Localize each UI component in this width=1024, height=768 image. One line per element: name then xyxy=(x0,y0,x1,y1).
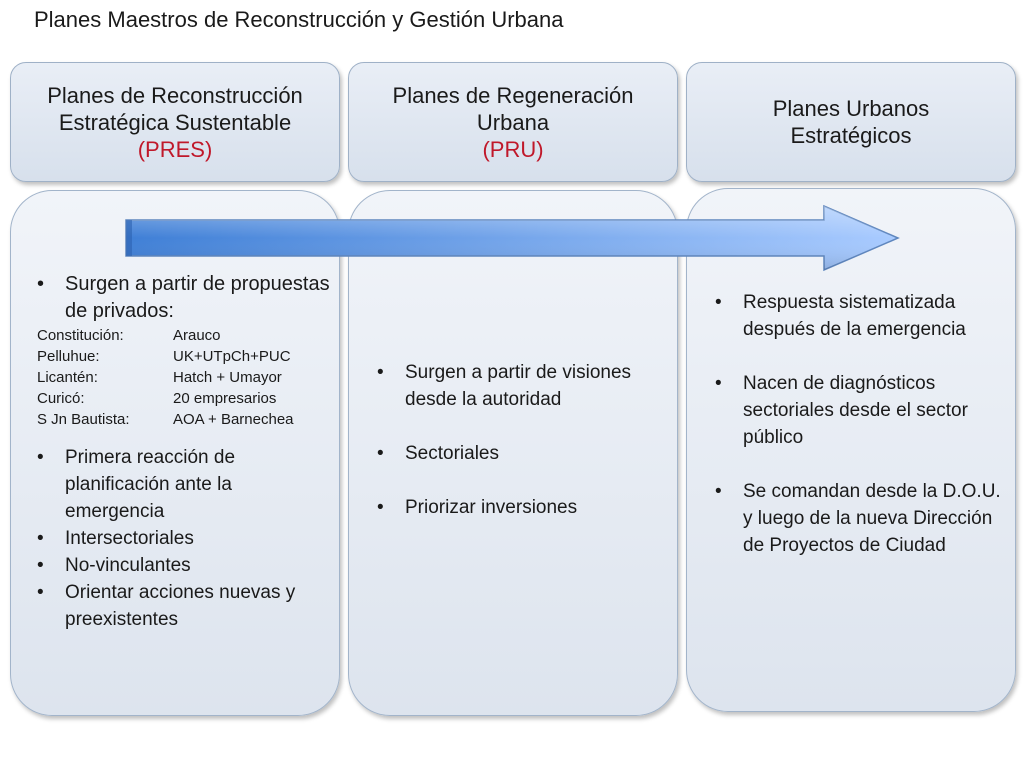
header-acronym: (PRES) xyxy=(137,136,213,162)
pres-content: Surgen a partir de propuestas de privado… xyxy=(31,271,331,633)
case-row: Constitución: Arauco xyxy=(37,325,331,346)
list-item: Respuesta sistematizada después de la em… xyxy=(709,289,1005,343)
case-who: UK+UTpCh+PUC xyxy=(173,348,291,365)
list-item: Orientar acciones nuevas y preexistentes xyxy=(31,579,331,633)
case-place: Curicó: xyxy=(37,390,85,407)
header-box-pres: Planes de Reconstrucción Estratégica Sus… xyxy=(10,62,340,182)
case-who: Hatch + Umayor xyxy=(173,369,282,386)
header-line1: Planes de Regeneración xyxy=(392,82,634,108)
header-line2: Estratégicos xyxy=(790,123,912,148)
case-place: Pelluhue: xyxy=(37,348,100,365)
header-line2: Estratégica Sustentable xyxy=(58,109,292,135)
list-item: Primera reacción de planificación ante l… xyxy=(31,444,331,525)
list-item: Nacen de diagnósticos sectoriales desde … xyxy=(709,370,1005,451)
header-acronym: (PRU) xyxy=(482,136,544,162)
header-box-pru: Planes de Regeneración Urbana (PRU) xyxy=(348,62,678,182)
content-box-strategic: Respuesta sistematizada después de la em… xyxy=(686,188,1016,712)
header-box-strategic: Planes Urbanos Estratégicos xyxy=(686,62,1016,182)
list-item: Sectoriales xyxy=(371,440,661,467)
list-item: Intersectoriales xyxy=(31,525,331,552)
case-who: 20 empresarios xyxy=(173,390,277,407)
case-row: Pelluhue: UK+UTpCh+PUC xyxy=(37,346,331,367)
content-box-pres: Surgen a partir de propuestas de privado… xyxy=(10,190,340,716)
list-item: Priorizar inversiones xyxy=(371,494,661,521)
case-who: AOA + Barnechea xyxy=(173,411,294,428)
page-title: Planes Maestros de Reconstrucción y Gest… xyxy=(34,7,564,32)
header-line1: Planes Urbanos xyxy=(772,96,930,121)
case-place: S Jn Bautista: xyxy=(37,411,130,428)
progression-arrow xyxy=(125,204,900,272)
list-item: No-vinculantes xyxy=(31,552,331,579)
list-item: Se comandan desde la D.O.U. y luego de l… xyxy=(709,478,1005,559)
list-item: Surgen a partir de visiones desde la aut… xyxy=(371,359,661,413)
pres-bullet-origin: Surgen a partir de propuestas de privado… xyxy=(31,271,331,325)
case-row: Licantén: Hatch + Umayor xyxy=(37,367,331,388)
strategic-bullets: Respuesta sistematizada después de la em… xyxy=(709,289,1005,559)
case-place: Constitución: xyxy=(37,327,124,344)
header-line2: Urbana xyxy=(476,109,550,135)
header-line1: Planes de Reconstrucción xyxy=(47,82,303,108)
case-row: Curicó: 20 empresarios xyxy=(37,388,331,409)
case-who: Arauco xyxy=(173,327,221,344)
content-box-pru: Surgen a partir de visiones desde la aut… xyxy=(348,190,678,716)
case-row: S Jn Bautista: AOA + Barnechea xyxy=(37,409,331,430)
case-list: Constitución: Arauco Pelluhue: UK+UTpCh+PU… xyxy=(37,325,331,430)
pru-bullets: Surgen a partir de visiones desde la aut… xyxy=(371,359,661,521)
case-place: Licantén: xyxy=(37,369,98,386)
